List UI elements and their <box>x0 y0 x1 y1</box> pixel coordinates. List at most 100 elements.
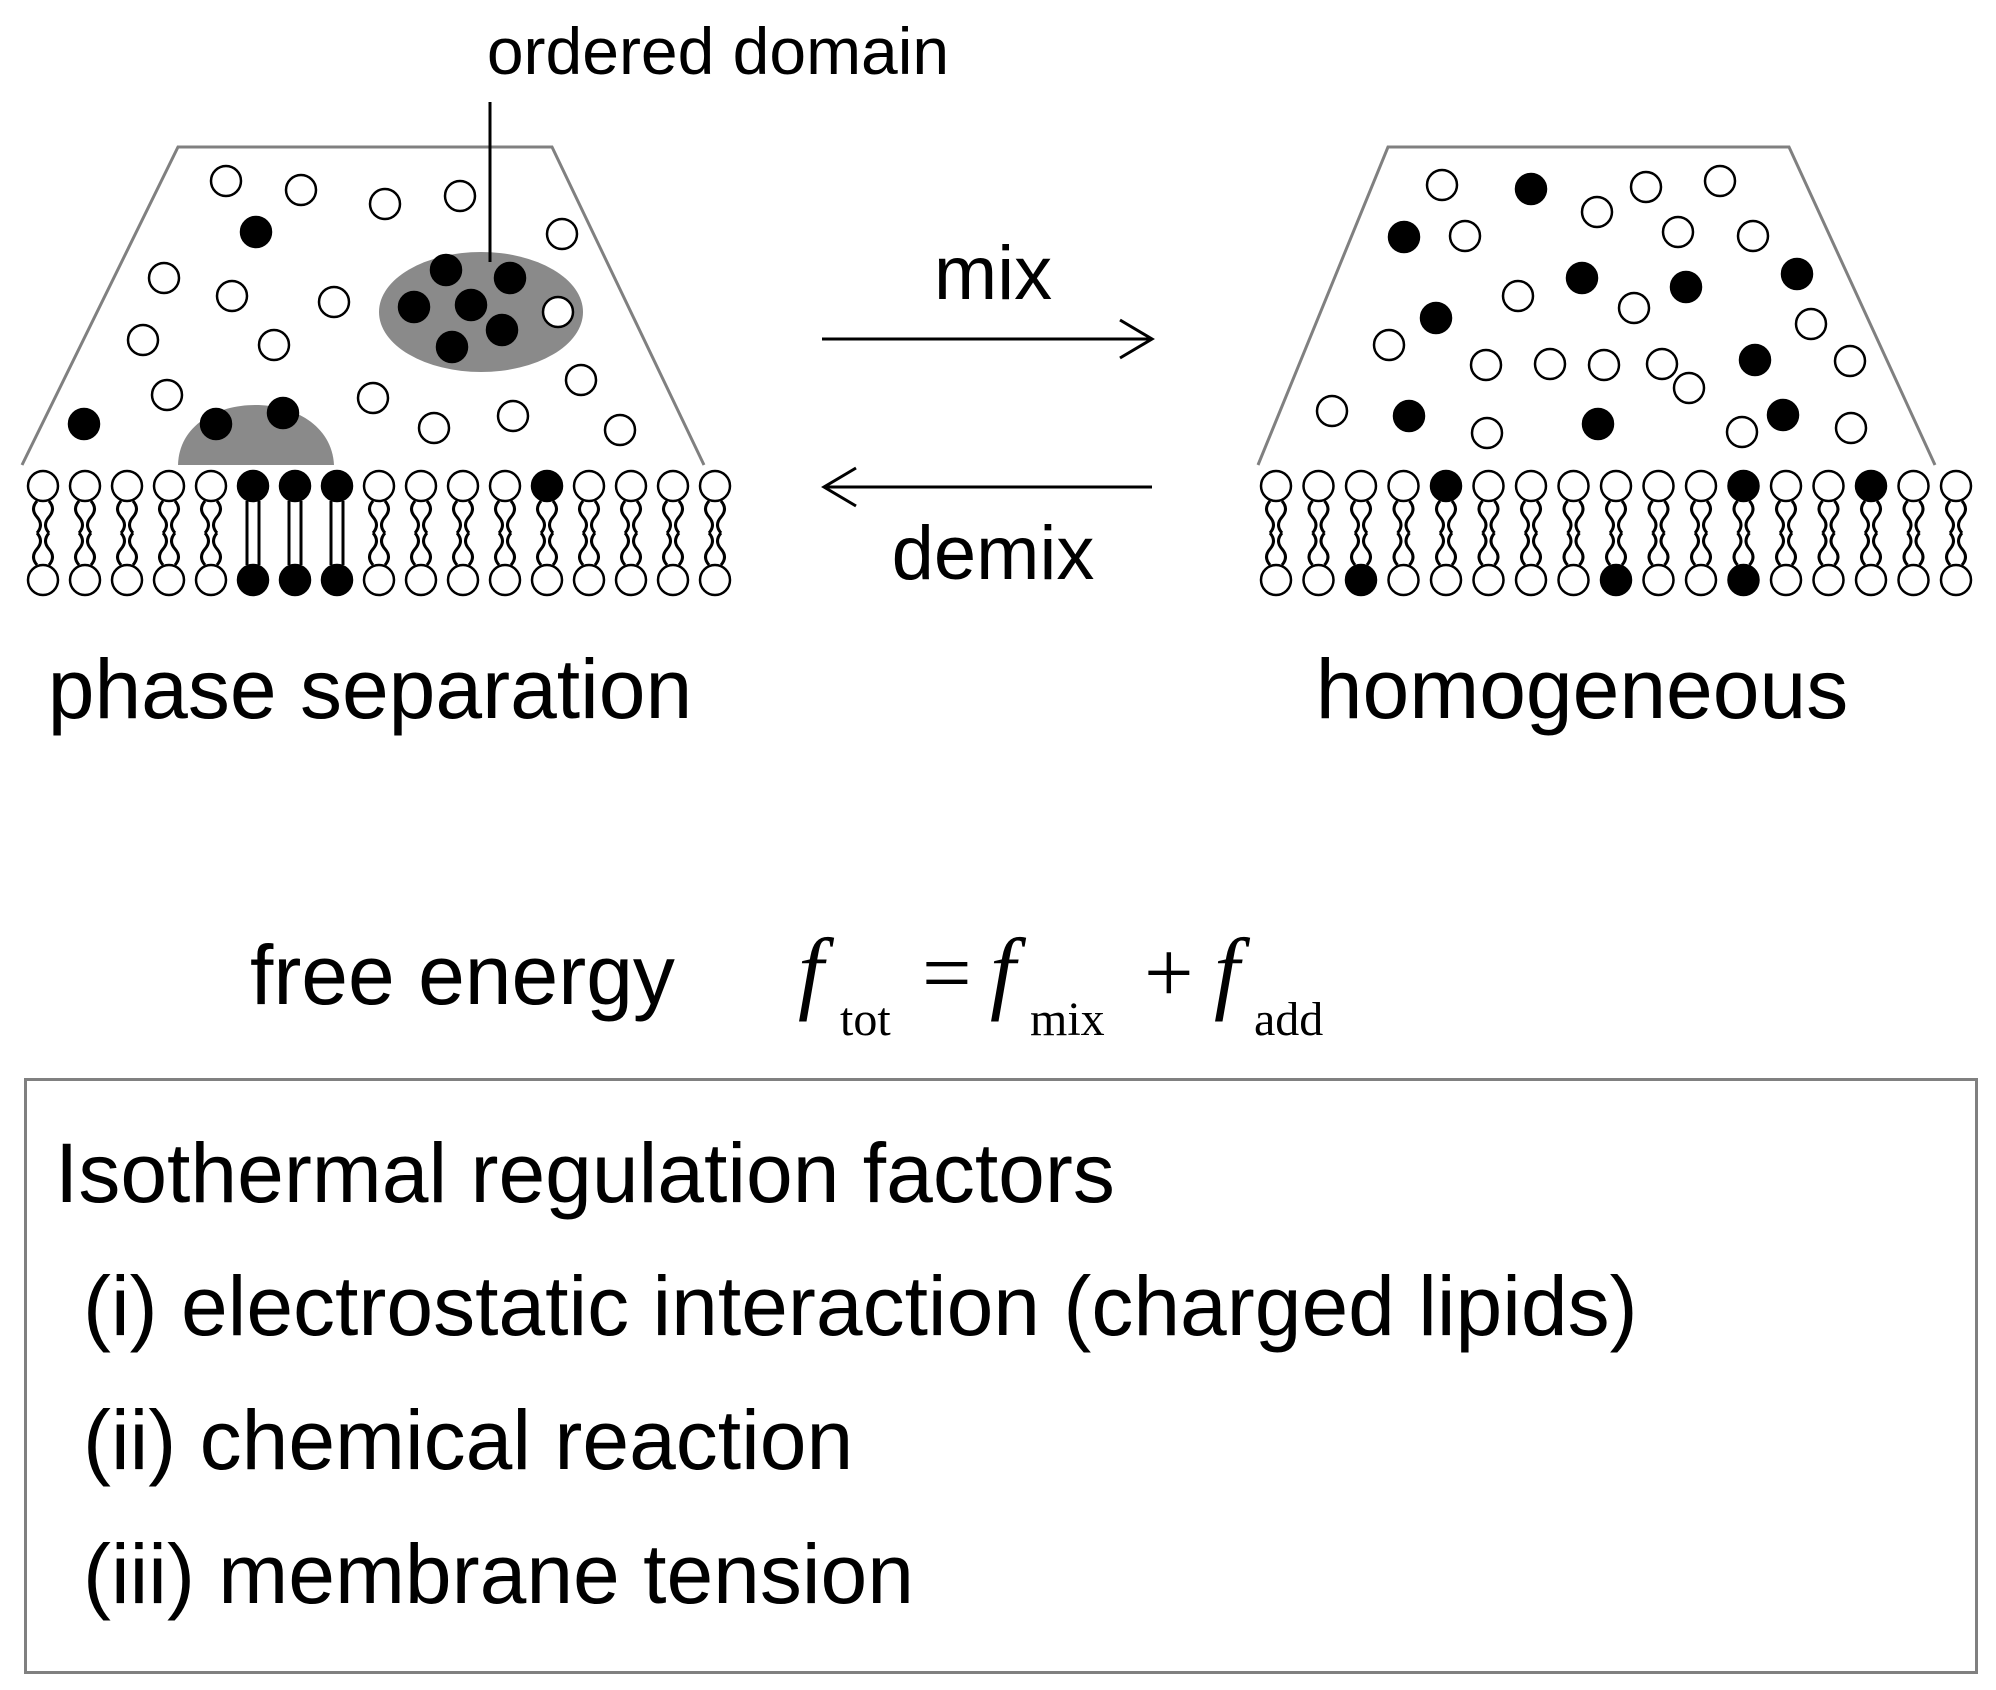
f-add-subscript: add <box>1254 993 1323 1046</box>
fluid-lipid-head <box>26 469 60 503</box>
mix-label: mix <box>934 231 1052 316</box>
factor-item-chemical-reaction: (ii) chemical reaction <box>83 1393 854 1487</box>
ordered-lipid-head <box>1387 220 1421 254</box>
ordered-lipid-head <box>1514 172 1548 206</box>
lipid-tail <box>368 500 390 566</box>
ordered-lipid-head <box>1581 407 1615 441</box>
ordered-lipid-head <box>1429 469 1463 503</box>
fluid-lipid-head <box>656 563 690 597</box>
fluid-lipid-head <box>572 469 606 503</box>
fluid-lipid-head <box>68 469 102 503</box>
lipid-tail <box>32 500 54 566</box>
fluid-lipid-head <box>215 279 249 313</box>
fluid-lipid-head <box>698 563 732 597</box>
free-energy-label: free energy <box>250 928 675 1022</box>
ordered-lipid-head <box>1738 343 1772 377</box>
ordered-lipid-head <box>278 469 312 503</box>
lipid-tail <box>452 500 474 566</box>
fluid-lipid-head <box>656 469 690 503</box>
lipid-tail <box>1817 500 1840 566</box>
fluid-lipid-head <box>1642 563 1675 597</box>
fluid-lipid-head <box>1736 219 1770 253</box>
fluid-lipid-head <box>443 179 477 213</box>
ordered-lipid-head <box>397 290 431 324</box>
phase-separation-panel <box>20 102 732 597</box>
fluid-lipid-head <box>1259 469 1293 503</box>
lipid-tail <box>536 500 558 566</box>
right-lipid-molecules <box>1315 164 1868 450</box>
fluid-lipid-head <box>194 563 228 597</box>
fluid-lipid-head <box>1514 563 1548 597</box>
fluid-lipid-head <box>1645 347 1679 381</box>
fluid-lipid-head <box>1684 469 1718 503</box>
ordered-lipid-head <box>1727 563 1760 597</box>
fluid-lipid-head <box>150 378 184 412</box>
fluid-lipid-head <box>368 187 402 221</box>
lipid-tail <box>1477 500 1500 566</box>
lipid-tail <box>1435 500 1457 566</box>
ordered-lipid-head <box>278 563 312 597</box>
fluid-lipid-head <box>1501 279 1535 313</box>
fluid-lipid-head <box>496 399 530 433</box>
fluid-lipid-head <box>1387 563 1420 597</box>
fluid-lipid-head <box>488 469 522 503</box>
ordered-lipid-head <box>239 215 273 249</box>
fluid-lipid-head <box>545 217 579 251</box>
fluid-lipid-head <box>1259 563 1293 597</box>
fluid-lipid-head <box>1533 347 1567 381</box>
lipid-tail <box>1265 500 1287 566</box>
fluid-lipid-head <box>147 261 181 295</box>
fluid-lipid-head <box>1557 563 1590 597</box>
fluid-lipid-head <box>614 563 648 597</box>
fluid-lipid-head <box>1725 415 1759 449</box>
lipid-tail <box>1520 500 1542 566</box>
factor-item-electrostatic: (i) electrostatic interaction (charged l… <box>83 1259 1638 1353</box>
fluid-lipid-head <box>356 381 390 415</box>
lipid-tail <box>158 500 180 566</box>
homogeneous-label: homogeneous <box>1316 642 1848 736</box>
lipid-tail <box>1605 500 1627 566</box>
fluid-lipid-head <box>1769 469 1803 503</box>
fluid-lipid-head <box>110 563 144 597</box>
lipid-tail <box>1902 500 1925 566</box>
fluid-lipid-head <box>126 323 160 357</box>
fluid-lipid-head <box>1469 348 1503 382</box>
ordered-lipid-head <box>236 563 270 597</box>
fluid-lipid-head <box>1642 469 1675 503</box>
plus-sign: + <box>1144 925 1194 1022</box>
ordered-lipid-head <box>1392 399 1426 433</box>
regulation-factors-box: Isothermal regulation factors (i) electr… <box>24 1078 1978 1674</box>
factor-item-membrane-tension: (iii) membrane tension <box>83 1527 914 1621</box>
fluid-lipid-head <box>1387 469 1420 503</box>
fluid-lipid-head <box>1794 307 1828 341</box>
left-membrane-outline <box>20 145 706 466</box>
fluid-lipid-head <box>317 285 351 319</box>
lipid-tail <box>74 500 96 566</box>
fluid-lipid-head <box>404 469 438 503</box>
fluid-lipid-head <box>603 413 637 447</box>
fluid-lipid-head <box>194 469 228 503</box>
fluid-lipid-head <box>209 164 243 198</box>
fluid-lipid-head <box>614 469 648 503</box>
fluid-lipid-head <box>1897 563 1930 597</box>
lipid-tail <box>494 500 516 566</box>
f-mix-subscript: mix <box>1030 993 1105 1046</box>
ordered-lipid-head <box>1766 398 1800 432</box>
fluid-lipid-head <box>564 363 598 397</box>
fluid-lipid-head <box>1302 563 1335 597</box>
f-tot-symbol: f <box>798 920 835 1022</box>
ordered-lipid-head <box>266 396 300 430</box>
fluid-lipid-head <box>1302 469 1335 503</box>
fluid-lipid-head <box>152 469 186 503</box>
ordered-lipid-head <box>67 407 101 441</box>
fluid-lipid-head <box>1617 291 1651 325</box>
lipid-tail <box>704 500 726 566</box>
fluid-lipid-head <box>110 469 144 503</box>
fluid-lipid-head <box>1429 563 1463 597</box>
ordered-lipid-head <box>320 563 354 597</box>
phase-separation-label: phase separation <box>48 642 692 736</box>
fluid-lipid-head <box>1425 168 1459 202</box>
fluid-lipid-head <box>1703 164 1737 198</box>
f-mix-symbol: f <box>990 920 1027 1022</box>
